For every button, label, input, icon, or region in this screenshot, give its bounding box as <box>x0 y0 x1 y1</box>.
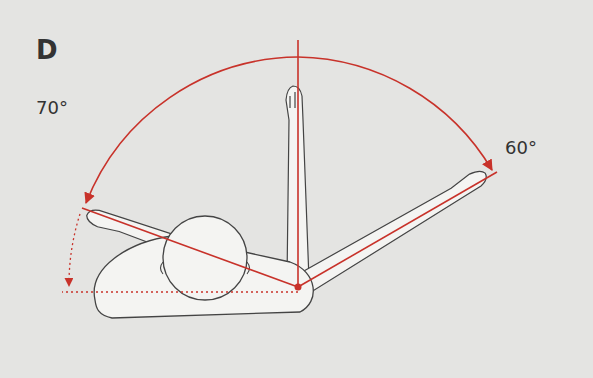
angle-label: 60° <box>505 138 537 158</box>
right-arc-arrow <box>298 57 492 170</box>
panel-letter: D <box>36 36 58 65</box>
left-arc-arrow <box>86 57 298 203</box>
right-limit-line <box>298 172 497 287</box>
left-limit-line <box>82 208 298 287</box>
dotted-arc-arrow <box>69 214 80 286</box>
horizontal-dotted-line <box>62 291 298 292</box>
vertical-axis <box>297 40 299 287</box>
pivot-dot <box>295 284 302 291</box>
angle-label: 70° <box>36 98 68 118</box>
head <box>163 216 247 300</box>
